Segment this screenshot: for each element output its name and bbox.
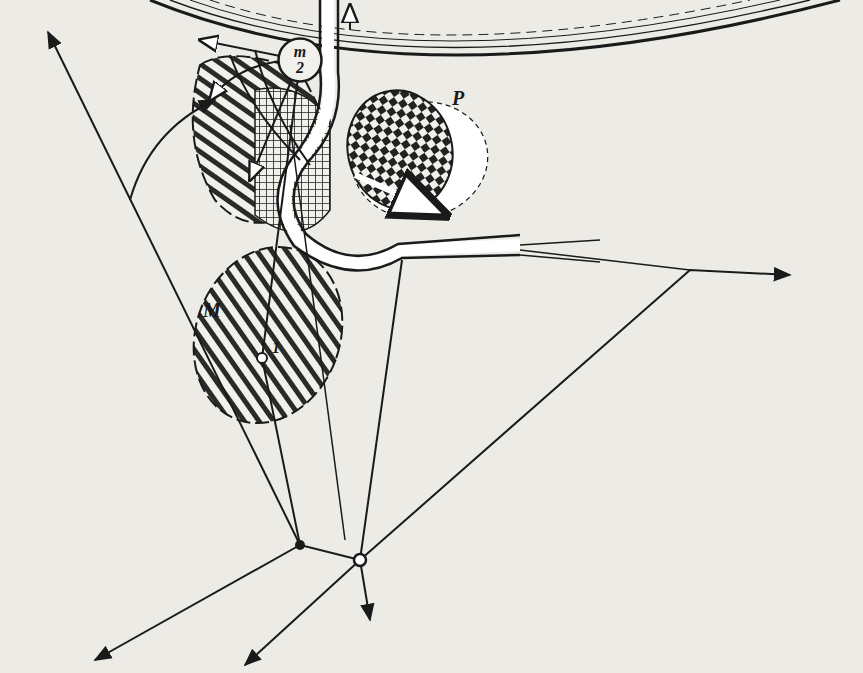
node-text: m (294, 44, 306, 60)
node-text: 2 (296, 60, 304, 76)
zone-label: P (452, 88, 464, 108)
district-circle: m2 (277, 37, 323, 83)
zone-label: 1 (272, 340, 280, 356)
zone-label: M (203, 300, 221, 320)
